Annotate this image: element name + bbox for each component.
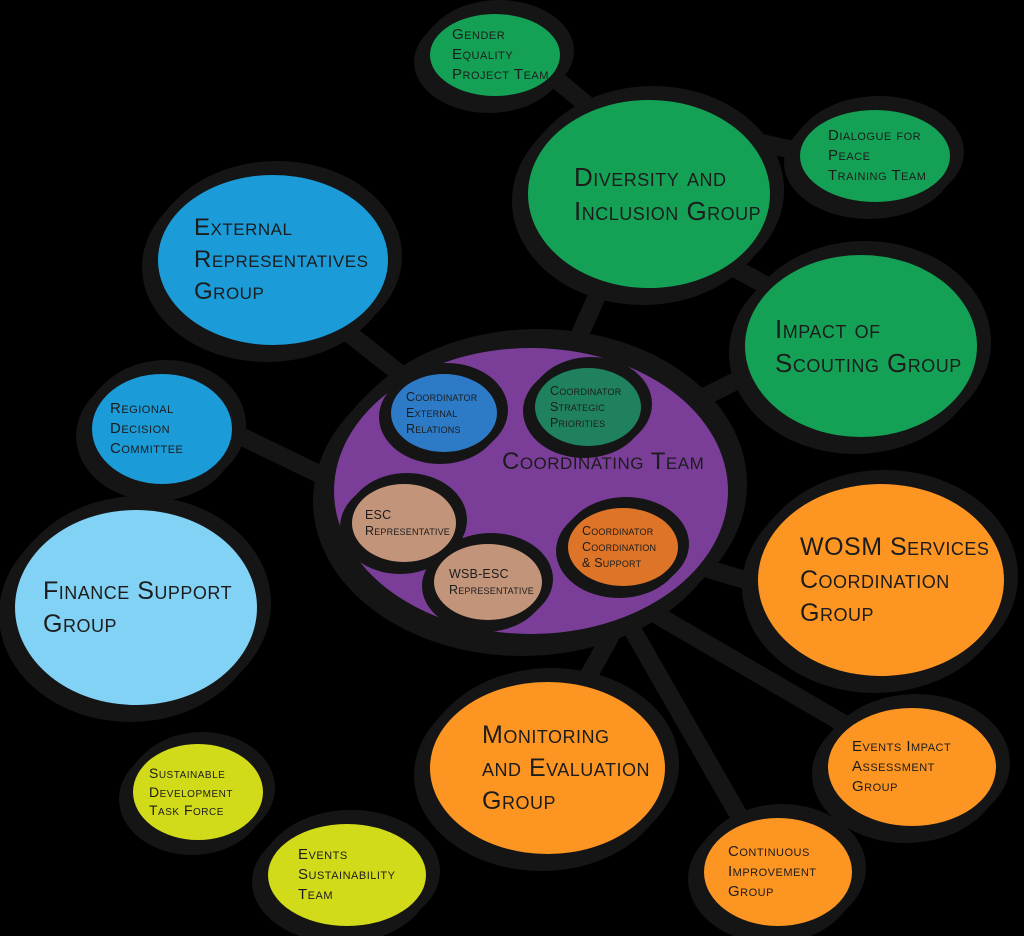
- node-label: Monitoring and Evaluation Group: [482, 720, 650, 815]
- node-finance-support-group: Finance Support Group: [5, 500, 267, 715]
- node-label: Coordinator External Relations: [406, 390, 478, 436]
- node-label: Gender Equality Project Team: [452, 26, 549, 83]
- node-label: Coordinator Strategic Priorities: [550, 384, 622, 430]
- node-label: External Representatives Group: [194, 214, 369, 305]
- node-diversity-inclusion-group: Diversity and Inclusion Group: [518, 90, 780, 298]
- node-wosm-services-coordination-group: WOSM Services Coordination Group: [748, 474, 1014, 686]
- node-impact-of-scouting-group: Impact of Scouting Group: [735, 245, 987, 447]
- node-label: Continuous Improvement Group: [728, 843, 817, 900]
- node-coordinator-strategic-priorities: Coordinator Strategic Priorities: [527, 360, 649, 454]
- coordinating-team-label: Coordinating Team: [502, 448, 705, 475]
- node-label: ESC Representative: [365, 508, 451, 538]
- node-wsb-esc-representative: WSB-ESC Representative: [426, 536, 550, 628]
- node-continuous-improvement-group: Continuous Improvement Group: [694, 808, 862, 936]
- node-label: Finance Support Group: [43, 576, 233, 638]
- node-sustainable-development-task-force: Sustainable Development Task Force: [125, 736, 271, 848]
- node-label: Coordinator Coordination & Support: [582, 524, 657, 570]
- node-gender-equality-project-team: Gender Equality Project Team: [420, 4, 570, 106]
- node-label: Events Impact Assessment Group: [852, 738, 952, 795]
- node-esc-representative: ESC Representative: [344, 476, 464, 570]
- node-events-sustainability-team: Events Sustainability Team: [258, 814, 436, 936]
- node-label: Diversity and Inclusion Group: [574, 161, 762, 226]
- node-label: Regional Decision Committee: [110, 400, 184, 457]
- node-coordinator-coordination-support: Coordinator Coordination & Support: [560, 500, 686, 594]
- node-coordinator-external-relations: Coordinator External Relations: [383, 366, 505, 460]
- node-label: Sustainable Development Task Force: [149, 765, 233, 819]
- node-label: WOSM Services Coordination Group: [800, 532, 990, 627]
- node-dialogue-for-peace-training-team: Dialogue for Peace Training Team: [790, 100, 960, 212]
- node-monitoring-and-evaluation-group: Monitoring and Evaluation Group: [420, 672, 675, 864]
- node-coordinating-team: Coordinating Team Coordinator External R…: [322, 336, 740, 646]
- node-external-representatives-group: External Representatives Group: [148, 165, 398, 355]
- node-label: Events Sustainability Team: [298, 846, 396, 903]
- node-label: Impact of Scouting Group: [775, 313, 962, 378]
- node-events-impact-assessment-group: Events Impact Assessment Group: [818, 698, 1006, 836]
- node-regional-decision-committee: Regional Decision Committee: [82, 364, 242, 494]
- node-label: WSB-ESC Representative: [449, 567, 535, 597]
- node-label: Dialogue for Peace Training Team: [828, 127, 927, 184]
